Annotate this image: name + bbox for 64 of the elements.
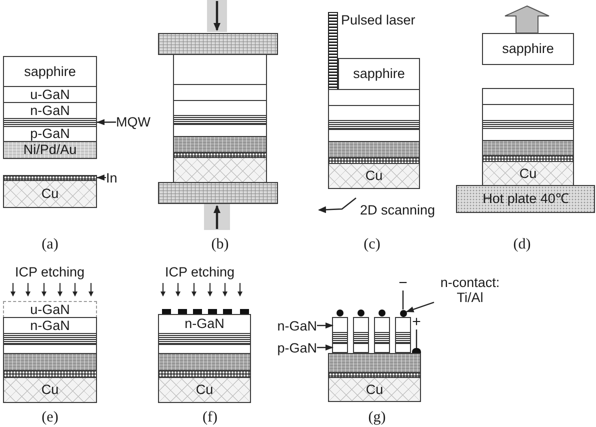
polarity-sign: + xyxy=(412,314,421,330)
copper-substrate xyxy=(158,377,251,403)
layer xyxy=(3,317,97,334)
layer-label: Cu xyxy=(41,187,59,201)
layer-label: Cu xyxy=(519,166,537,180)
callout-label: p-GaN xyxy=(277,340,317,355)
mesa-pillar xyxy=(374,317,390,353)
layer xyxy=(3,102,97,119)
copper-substrate xyxy=(3,180,97,208)
metal-layer xyxy=(3,141,97,159)
layer-label: sapphire xyxy=(502,42,554,56)
leader-arrow xyxy=(96,119,116,126)
layer xyxy=(3,86,97,103)
layer-label: n-GaN xyxy=(184,317,224,331)
layer-label: Cu xyxy=(41,383,59,397)
mesa-pillar xyxy=(395,317,411,353)
probe-wire xyxy=(416,330,418,348)
leader-arrow xyxy=(96,174,106,181)
layer-label: n-GaN xyxy=(30,318,70,332)
leader-arrow xyxy=(317,344,334,350)
layer-label: p-GaN xyxy=(30,127,70,141)
hot-plate xyxy=(456,185,595,213)
layer-label: sapphire xyxy=(24,64,76,78)
layer-label: Cu xyxy=(196,383,214,397)
contact-pad xyxy=(412,348,421,353)
panel-label: (d) xyxy=(513,238,531,252)
layer-label: Ni/Pd/Au xyxy=(23,143,77,157)
callout-label: ICP etching xyxy=(165,264,235,280)
layer-label: Cu xyxy=(366,382,384,396)
etched-layer xyxy=(3,301,97,318)
panel-label: (c) xyxy=(364,238,380,252)
copper-substrate xyxy=(328,377,421,402)
mesa-pillar xyxy=(332,317,348,353)
layer xyxy=(158,314,251,334)
callout-label: n-contact: Ti/Al xyxy=(434,275,506,305)
layer-label: u-GaN xyxy=(30,88,70,102)
layer xyxy=(338,58,420,90)
layer-label: sapphire xyxy=(353,67,405,81)
layer xyxy=(3,126,97,142)
contact-dot xyxy=(400,310,406,316)
layer-label: n-GaN xyxy=(30,104,70,118)
panel-label: (b) xyxy=(211,238,229,252)
callout-label: ICP etching xyxy=(15,264,85,280)
layer-label: Cu xyxy=(365,169,383,183)
callout-label: n-GaN xyxy=(277,318,317,333)
callout-label: Pulsed laser xyxy=(341,12,416,28)
pillar-section xyxy=(333,343,347,352)
copper-substrate xyxy=(328,163,420,189)
leader-arrow xyxy=(406,302,434,312)
layer-label: u-GaN xyxy=(30,302,70,316)
copper-substrate xyxy=(3,377,97,403)
panel-label: (a) xyxy=(42,238,58,252)
leader-arrow xyxy=(317,322,334,328)
copper-substrate xyxy=(482,161,574,186)
callout-label: 2D scanning xyxy=(360,202,436,218)
layer xyxy=(3,56,97,87)
mesa-pillar xyxy=(353,317,369,353)
callout-label: MQW xyxy=(116,114,150,130)
layer xyxy=(482,33,574,65)
polarity-sign: − xyxy=(398,276,408,290)
layer-label: Hot plate 40℃ xyxy=(482,192,568,206)
callout-label: In xyxy=(106,170,118,185)
pillar-section xyxy=(333,318,347,333)
probe-wire xyxy=(402,290,404,310)
